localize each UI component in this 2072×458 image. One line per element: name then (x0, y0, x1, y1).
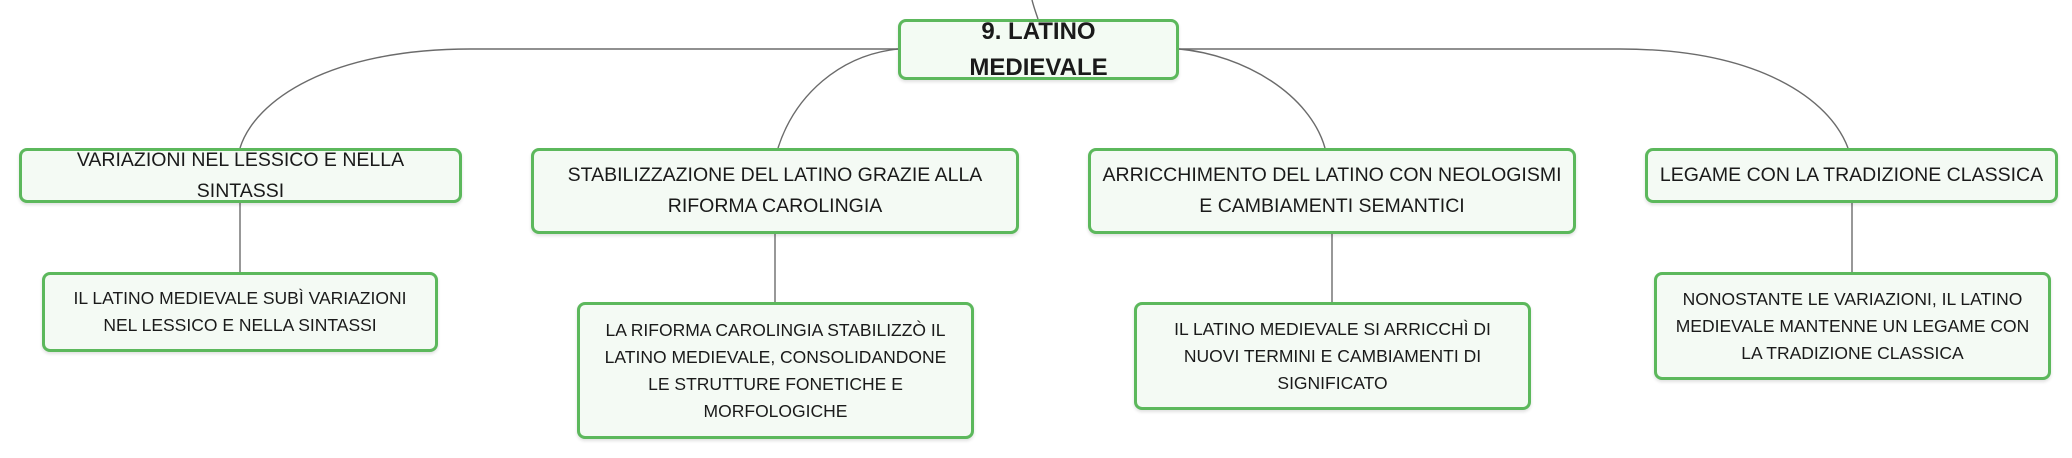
detail-node-riforma-carolingia[interactable]: LA RIFORMA CAROLINGIA STABILIZZÒ IL LATI… (577, 302, 974, 439)
detail-node-neologismi[interactable]: IL LATINO MEDIEVALE SI ARRICCHÌ DI NUOVI… (1134, 302, 1531, 410)
detail-node-text: IL LATINO MEDIEVALE SUBÌ VARIAZIONI NEL … (73, 288, 407, 335)
connector-parent-stub (1031, 0, 1039, 20)
connector-root-branch-3 (1178, 48, 1326, 149)
branch-node-label: VARIAZIONI NEL LESSICO E NELLA SINTASSI (76, 148, 405, 202)
branch-node-label: LEGAME CON LA TRADIZIONE CLASSICA (1659, 164, 2044, 186)
branch-node-lessico-sintassi[interactable]: VARIAZIONI NEL LESSICO E NELLA SINTASSI (19, 148, 462, 203)
branch-node-tradizione-classica[interactable]: LEGAME CON LA TRADIZIONE CLASSICA (1645, 148, 2058, 203)
detail-node-text: LA RIFORMA CAROLINGIA STABILIZZÒ IL LATI… (604, 319, 947, 421)
connector-root-branch-4 (1179, 48, 1849, 149)
branch-node-riforma-carolingia[interactable]: STABILIZZAZIONE DEL LATINO GRAZIE ALLA R… (531, 148, 1019, 234)
connector-root-branch-2 (777, 48, 899, 149)
detail-node-text: IL LATINO MEDIEVALE SI ARRICCHÌ DI NUOVI… (1174, 318, 1491, 393)
branch-node-neologismi[interactable]: ARRICCHIMENTO DEL LATINO CON NEOLOGISMI … (1088, 148, 1576, 234)
branch-node-label: ARRICCHIMENTO DEL LATINO CON NEOLOGISMI … (1102, 164, 1562, 217)
detail-node-tradizione-classica[interactable]: NONOSTANTE LE VARIAZIONI, IL LATINO MEDI… (1654, 272, 2051, 380)
detail-node-lessico-sintassi[interactable]: IL LATINO MEDIEVALE SUBÌ VARIAZIONI NEL … (42, 272, 438, 352)
root-node[interactable]: 9. LATINO MEDIEVALE (898, 18, 1179, 81)
detail-node-text: NONOSTANTE LE VARIAZIONI, IL LATINO MEDI… (1675, 288, 2030, 363)
connector-root-branch-1 (239, 48, 898, 149)
branch-node-label: STABILIZZAZIONE DEL LATINO GRAZIE ALLA R… (567, 164, 983, 217)
root-node-label: 9. LATINO MEDIEVALE (969, 17, 1108, 81)
